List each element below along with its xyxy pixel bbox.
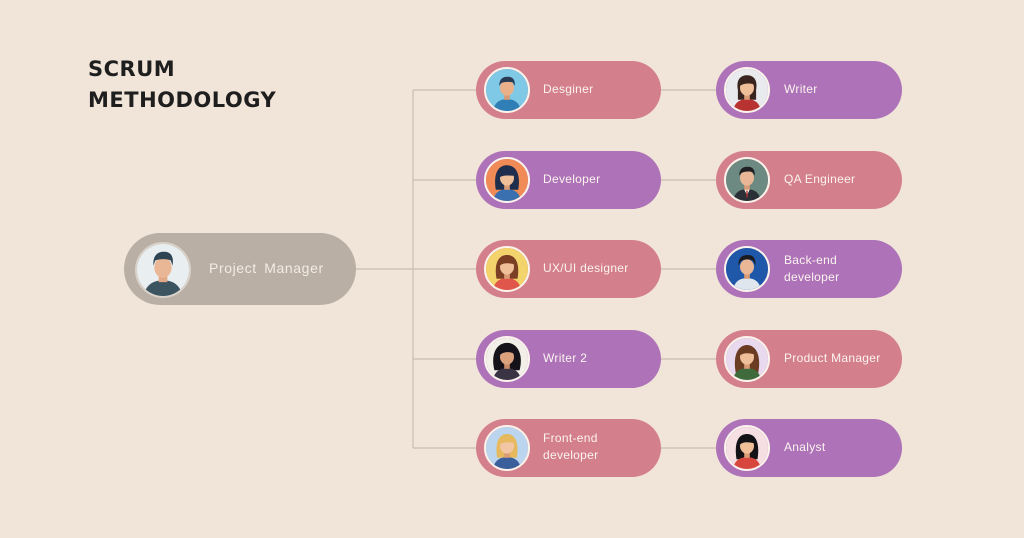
node-front-end-developer: Front-end developer (476, 419, 661, 477)
woman-avatar-icon (724, 67, 770, 113)
node-label: Project Manager (209, 260, 324, 276)
woman-blonde-avatar-icon (484, 425, 530, 471)
node-label-line-2: developer (784, 270, 840, 284)
title-line-2: METHODOLOGY (88, 88, 277, 112)
node-label-line-1: Back-end (784, 253, 838, 267)
node-designer: Desginer (476, 61, 661, 119)
title-line-1: SCRUM (88, 57, 176, 81)
node-qa-engineer: QA Engineer (716, 151, 902, 209)
node-label-line-2: developer (543, 448, 599, 462)
page-title: SCRUM METHODOLOGY (88, 54, 348, 116)
node-label-line-1: Front-end (543, 431, 598, 445)
node-label: UX/UI designer (543, 261, 629, 275)
woman-avatar-icon (724, 336, 770, 382)
man-avatar-icon (135, 242, 191, 298)
man-avatar-icon (724, 246, 770, 292)
node-writer-2: Writer 2 (476, 330, 661, 388)
node-label: Developer (543, 172, 601, 186)
woman-avatar-icon (724, 425, 770, 471)
node-product-manager: Product Manager (716, 330, 902, 388)
node-developer: Developer (476, 151, 661, 209)
man-suit-avatar-icon (724, 157, 770, 203)
boy-avatar-icon (484, 67, 530, 113)
node-label: Back-end developer (784, 252, 839, 286)
node-label: Front-end developer (543, 430, 598, 464)
woman-avatar-icon (484, 246, 530, 292)
node-label: Writer (784, 82, 818, 96)
node-label: QA Engineer (784, 172, 856, 186)
node-writer: Writer (716, 61, 902, 119)
node-label: Writer 2 (543, 351, 588, 365)
node-label: Analyst (784, 440, 826, 454)
node-project-manager: Project Manager (124, 233, 356, 305)
node-analyst: Analyst (716, 419, 902, 477)
woman-curly-avatar-icon (484, 336, 530, 382)
node-back-end-developer: Back-end developer (716, 240, 902, 298)
node-label: Product Manager (784, 351, 881, 365)
node-ux-ui-designer: UX/UI designer (476, 240, 661, 298)
node-label: Desginer (543, 82, 594, 96)
woman-avatar-icon (484, 157, 530, 203)
